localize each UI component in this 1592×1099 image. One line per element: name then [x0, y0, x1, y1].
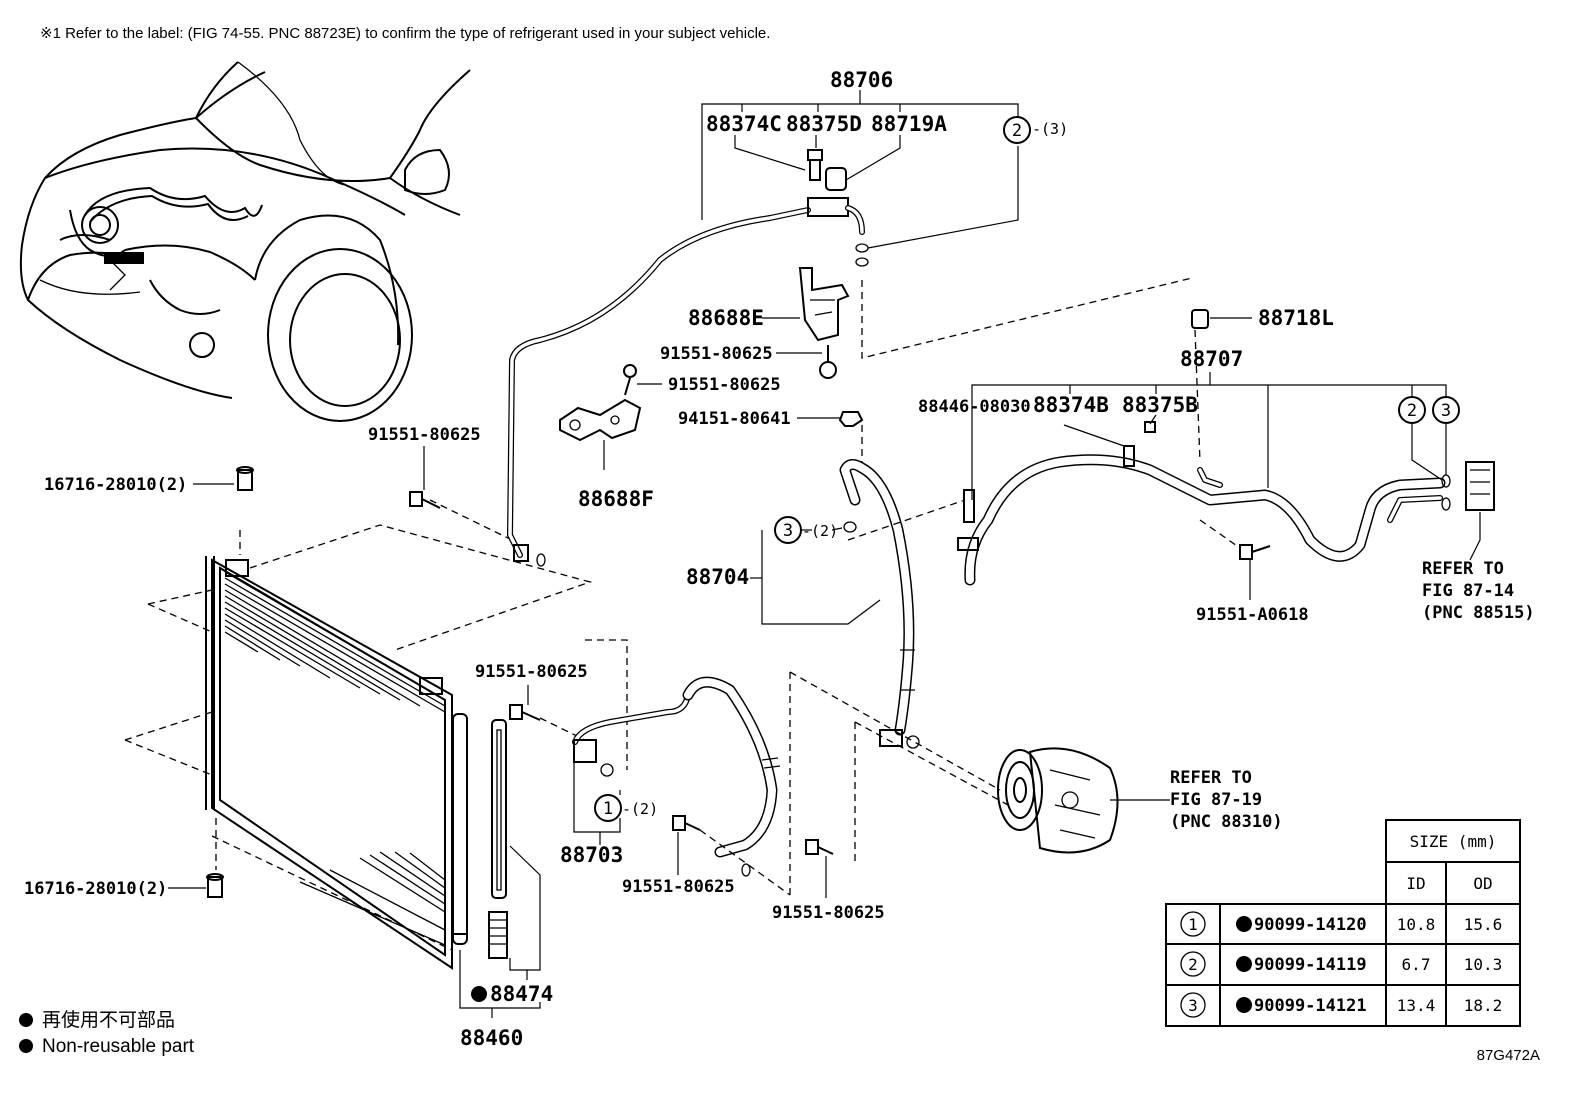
svg-text:3: 3: [1188, 996, 1198, 1015]
circle-ref-1-mid: 1: [603, 799, 613, 819]
label-88704: 88704: [686, 565, 749, 589]
label-88375B: 88375B: [1122, 393, 1198, 417]
bolt-icon: [509, 704, 541, 721]
table-row: 2 90099-14119 6.7 10.3: [1180, 951, 1503, 977]
non-reusable-dot-icon: [19, 1039, 33, 1053]
vehicle-sketch: [19, 61, 471, 422]
drawing-id: 87G472A: [1477, 1047, 1540, 1064]
refer-fig-87-19-line1: REFER TO: [1170, 768, 1252, 788]
refer-fig-87-19-line2: FIG 87-19: [1170, 790, 1262, 810]
non-reusable-dot-icon: [471, 986, 487, 1002]
compressor: [997, 747, 1119, 854]
refer-fig-87-14-line1: REFER TO: [1422, 559, 1504, 579]
label-88474: 88474: [490, 982, 553, 1006]
svg-text:6.7: 6.7: [1402, 955, 1431, 974]
circle-ref-3-right: 3: [1441, 401, 1451, 421]
svg-text:13.4: 13.4: [1397, 996, 1436, 1015]
refer-fig-87-19-line3: (PNC 88310): [1170, 812, 1283, 832]
legend: 再使用不可部品 Non-reusable part: [19, 1009, 195, 1057]
label-88688E: 88688E: [688, 306, 764, 330]
label-circle1-qty: -(2): [622, 800, 658, 818]
label-91551-80625-e: 91551-80625: [622, 877, 735, 897]
circle-ref-2-top: 2: [1012, 121, 1022, 141]
svg-text:10.3: 10.3: [1464, 955, 1503, 974]
label-16716-28010-top: 16716-28010(2): [44, 475, 187, 495]
bolt-icon: [1239, 544, 1271, 560]
discharge-hose-88703: [572, 676, 781, 877]
table-row: 1 90099-14120 10.8 15.6: [1180, 911, 1503, 937]
o-ring-size-table: SIZE (mm) ID OD 1 90099-14120 10.8 15.6 …: [1165, 819, 1521, 1027]
leader-lines: [168, 90, 1481, 1018]
label-16716-28010-bottom: 16716-28010(2): [24, 879, 167, 899]
liquid-line-pipe: [507, 149, 869, 567]
label-88374B: 88374B: [1033, 393, 1109, 417]
condenser-assembly: [205, 556, 508, 970]
svg-text:18.2: 18.2: [1464, 996, 1503, 1015]
refrigerant-note: ※1 Refer to the label: (FIG 74-55. PNC 8…: [40, 25, 770, 42]
table-header-id: ID: [1406, 874, 1425, 893]
label-91551-80625-d: 91551-80625: [475, 662, 588, 682]
label-circle3-qty: -(2): [802, 522, 838, 540]
suction-tube-88707: [957, 309, 1495, 586]
label-88707: 88707: [1180, 347, 1243, 371]
label-circle2-qty: -(3): [1032, 120, 1068, 138]
label-91551-80625-b: 91551-80625: [668, 375, 781, 395]
legend-english: Non-reusable part: [42, 1036, 195, 1057]
table-header-size: SIZE (mm): [1410, 832, 1497, 851]
routing-dash-lines: [699, 277, 1241, 896]
label-88375D: 88375D: [786, 112, 862, 136]
circled-references: 2 2 3 3 1: [594, 116, 1460, 822]
label-88718L: 88718L: [1258, 306, 1334, 330]
label-91551-80625-f: 91551-80625: [772, 903, 885, 923]
label-91551-A0618: 91551-A0618: [1196, 605, 1309, 625]
bolt-icon: [805, 839, 834, 855]
svg-text:90099-14121: 90099-14121: [1254, 996, 1367, 1016]
svg-text:90099-14119: 90099-14119: [1254, 955, 1367, 975]
circle-ref-2-right: 2: [1407, 401, 1417, 421]
part-labels: 88706 88374C 88375D 88719A -(3) 88688E 9…: [24, 68, 1535, 1050]
svg-text:2: 2: [1188, 955, 1198, 974]
bracket-88688E: [798, 267, 850, 379]
label-88374C: 88374C: [706, 112, 782, 136]
suction-hose-88704: [839, 459, 920, 749]
non-reusable-dot-icon: [19, 1013, 33, 1027]
collar-icon: [206, 873, 224, 898]
table-header-od: OD: [1473, 874, 1492, 893]
label-88719A: 88719A: [871, 112, 947, 136]
svg-text:10.8: 10.8: [1397, 915, 1436, 934]
bolt-icon: [672, 815, 701, 831]
nut-icon: [838, 411, 864, 427]
bolt-icon: [409, 491, 441, 509]
table-row: 3 90099-14121 13.4 18.2: [1180, 992, 1503, 1018]
circle-ref-3-mid: 3: [783, 521, 793, 541]
bracket-88688F: [559, 364, 642, 442]
refer-fig-87-14-line3: (PNC 88515): [1422, 603, 1535, 623]
bolt-icons: [206, 411, 1271, 898]
label-88460: 88460: [460, 1026, 523, 1050]
non-reusable-dot-icon: [1236, 997, 1252, 1013]
refer-fig-87-14-line2: FIG 87-14: [1422, 581, 1514, 601]
label-88446-08030: 88446-08030: [918, 397, 1031, 417]
non-reusable-dot-icon: [1236, 916, 1252, 932]
svg-text:1: 1: [1188, 915, 1198, 934]
label-88706: 88706: [830, 68, 893, 92]
label-88703: 88703: [560, 843, 623, 867]
non-reusable-dot-icon: [1236, 956, 1252, 972]
label-88688F: 88688F: [578, 487, 654, 511]
condenser-dash-lines: [124, 499, 628, 970]
label-91551-80625-a: 91551-80625: [660, 344, 773, 364]
svg-text:90099-14120: 90099-14120: [1254, 915, 1367, 935]
label-94151-80641: 94151-80641: [678, 409, 791, 429]
collar-icon: [236, 466, 254, 491]
svg-text:15.6: 15.6: [1464, 915, 1503, 934]
label-91551-80625-c: 91551-80625: [368, 425, 481, 445]
legend-japanese: 再使用不可部品: [42, 1009, 175, 1031]
